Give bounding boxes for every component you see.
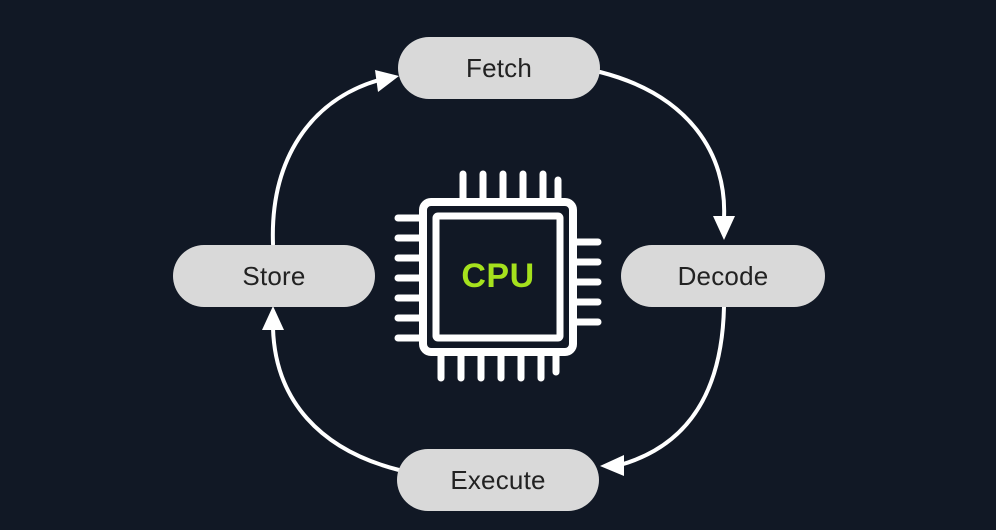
arrow-store-to-fetch [270,78,381,246]
arrowhead-icon [262,306,284,330]
arrowhead-icon [713,216,735,240]
arrow-decode-to-execute [618,305,726,467]
cpu-chip-icon [394,170,602,382]
step-store: Store [173,245,375,307]
arrow-execute-to-store [271,326,401,472]
step-decode: Decode [621,245,825,307]
arrowhead-icon [600,455,624,476]
arrowhead-icon [375,70,399,92]
step-fetch: Fetch [398,37,600,99]
arrowheads [262,70,735,476]
cycle-arrows [270,70,727,472]
cpu-label: CPU [461,256,535,295]
arrow-fetch-to-decode [598,70,727,220]
step-execute: Execute [397,449,599,511]
